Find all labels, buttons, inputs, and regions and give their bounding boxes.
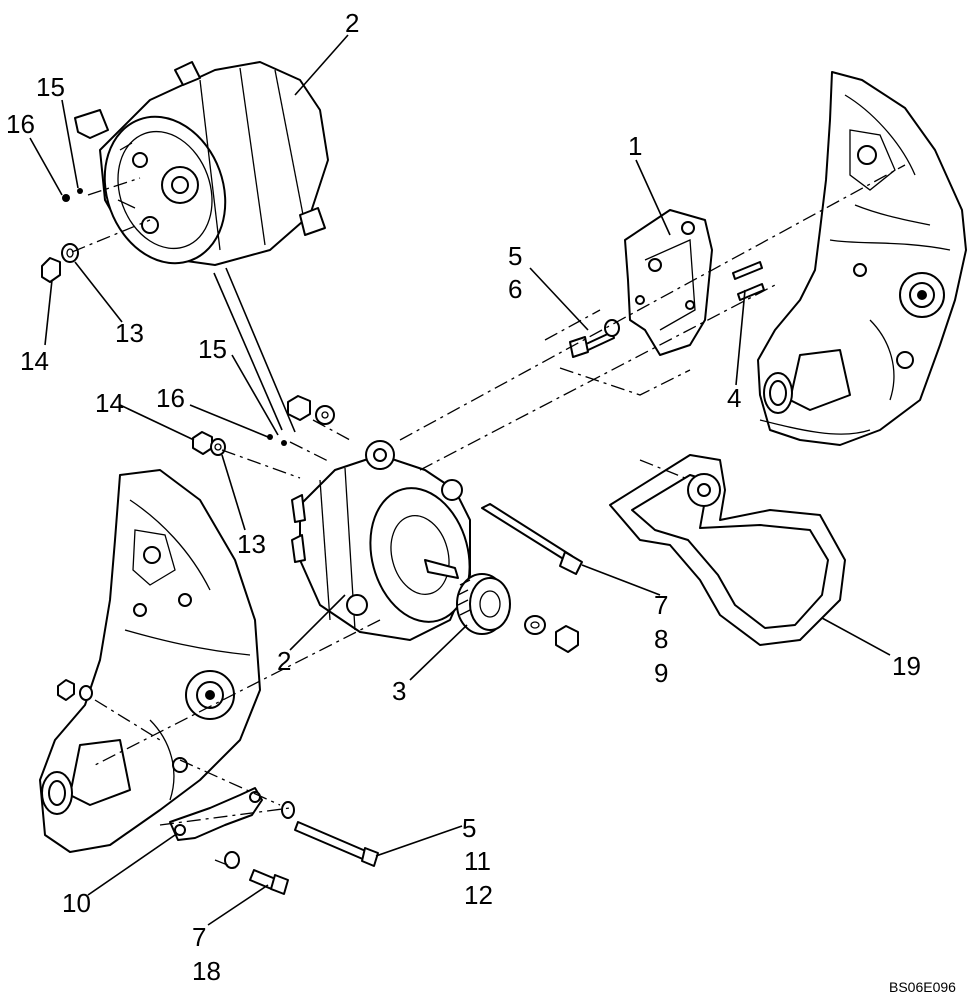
callout-screw-mid: 15 [198,334,227,364]
callout-item-8: 8 [654,624,668,654]
alternator-middle [291,440,471,641]
callout-pulley: 3 [392,676,406,706]
callout-lockwasher-top: 16 [6,109,35,139]
alternator-top [74,61,329,266]
bracket [624,209,713,356]
callout-belt: 19 [892,651,921,681]
engine-block-upper-right [757,71,967,446]
callout-alternator-mid: 2 [277,646,291,676]
callout-bolt-top: 5 [508,241,522,271]
assembly-centerlines [71,164,906,871]
callout-item-18: 18 [192,956,221,986]
figure-reference-code: BS06E096 [889,979,956,995]
pulley [456,573,511,635]
callout-bolt-lower: 7 [192,922,206,952]
callout-flatwasher-mid: 13 [237,529,266,559]
callout-item-9: 9 [654,658,668,688]
callout-lockwasher-mid: 16 [156,383,185,413]
callout-bracket: 1 [628,131,642,161]
callout-labels: 2 1 5 6 4 15 16 14 13 15 16 14 13 2 3 7 … [6,8,921,986]
callout-washer-top: 6 [508,274,522,304]
callout-flatwasher-top: 13 [115,318,144,348]
callout-pins: 4 [727,383,741,413]
callout-nut-top: 14 [20,346,49,376]
callout-strap: 10 [62,888,91,918]
callout-alternator-top: 2 [345,8,359,38]
callout-bolt-bottom: 5 [462,813,476,843]
callout-item-12: 12 [464,880,493,910]
callout-screw-top: 15 [36,72,65,102]
callout-bolt-mid: 7 [654,590,668,620]
callout-item-11: 11 [464,846,491,876]
drive-belt [609,454,846,646]
hardware [41,188,765,895]
leader-lines [29,34,891,926]
engine-block-lower-left [39,469,261,853]
callout-nut-mid: 14 [95,388,124,418]
